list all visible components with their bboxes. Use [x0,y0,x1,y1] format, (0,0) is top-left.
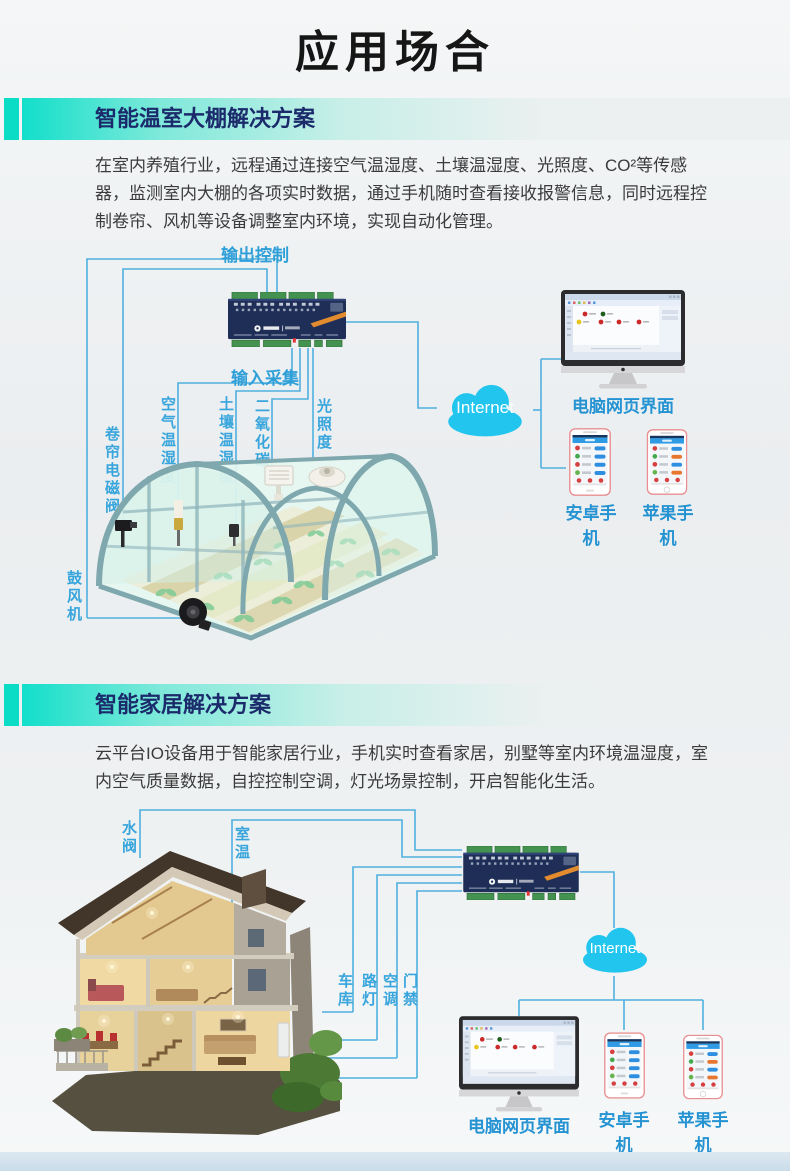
label-input-collect: 输入采集 [231,369,299,388]
apple-phone-label: 苹果手机 [642,504,694,548]
apple-phone [683,1032,723,1102]
section2-header-bar: 智能家居解决方案 [0,684,790,726]
teal-gradient-bar [22,684,790,726]
label-air-conditioner: 空调 [382,973,398,1008]
apple-phone [646,429,688,495]
bottom-band [0,1152,790,1171]
pc-monitor [561,290,685,390]
section2-description: 云平台IO设备用于智能家居行业，手机实时查看家居，别墅等室内环境温湿度，室内空气… [95,744,708,791]
label-blower: 鼓风机 [66,570,82,623]
section1-title: 智能温室大棚解决方案 [95,106,316,131]
page-title: 应用场合 [295,28,495,77]
section1-header-bar: 智能温室大棚解决方案 [0,98,790,140]
section1-description: 在室内养殖行业，远程通过连接空气温湿度、土壤温湿度、光照度、CO²等传感器，监测… [95,156,707,231]
label-door-access: 门禁 [402,973,418,1008]
android-phone [569,428,611,496]
label-room-temp: 室温 [234,826,250,861]
section1-diagram: 输出控制 输入采集 空气温湿度 土壤温湿度 二氧化碳 光照度 卷帘电磁阀 鼓风机 [0,240,790,660]
air-sensor-device [174,500,183,546]
section2-diagram: 水阀 室温 车库 路灯 空调 门禁 Internet 电脑网页界面 安卓手机 苹… [0,800,790,1155]
label-curtain-valve: 卷帘电磁阀 [104,426,120,515]
internet-label: Internet [456,398,514,417]
house-cutaway-illustration [52,851,342,1135]
label-street-lamp: 路灯 [361,973,377,1008]
pc-web-label: 电脑网页界面 [572,397,674,416]
android-phone-label: 安卓手机 [565,504,617,548]
label-water-valve: 水阀 [121,820,137,855]
android-phone-label: 安卓手机 [598,1111,650,1155]
apple-phone-label: 苹果手机 [677,1111,729,1155]
pc-monitor [459,1016,579,1113]
io-controller-device [462,846,580,900]
curtain-valve-device [115,520,137,547]
label-illuminance: 光照度 [316,398,332,451]
label-garage: 车库 [337,973,353,1008]
teal-accent-square [4,98,19,140]
io-controller-device [228,291,346,348]
soil-sensor-device [229,524,239,546]
light-sensor-device [308,466,346,488]
greenhouse-illustration [96,452,438,641]
blower-device [179,598,212,631]
pc-web-label: 电脑网页界面 [468,1117,570,1136]
teal-gradient-bar [22,98,790,140]
co2-sensor-device [264,465,294,500]
teal-accent-square [4,684,19,726]
section2-title: 智能家居解决方案 [95,692,272,717]
internet-label: Internet [589,940,641,957]
android-phone [604,1032,645,1099]
label-output-control: 输出控制 [221,246,289,265]
